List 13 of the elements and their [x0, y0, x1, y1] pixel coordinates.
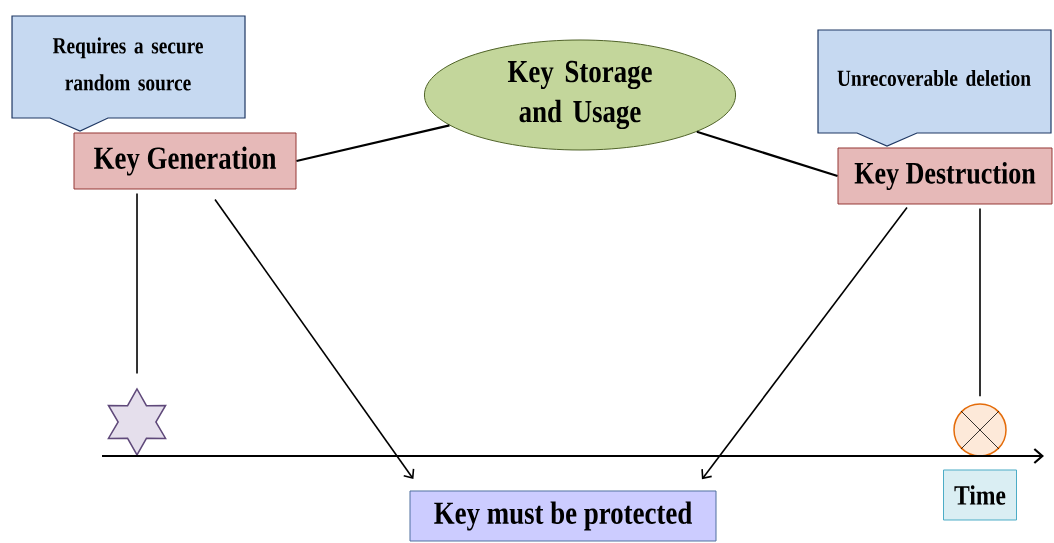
- connector-line: [296, 124, 450, 163]
- process-box: Key Destruction: [837, 147, 1053, 205]
- arrow: [701, 206, 908, 480]
- process-box: Key Generation: [73, 132, 297, 190]
- connector-line: [979, 207, 981, 398]
- axis-label-box: Time: [943, 469, 1017, 521]
- callout-box: Requires a secure random source: [11, 15, 246, 132]
- arrow: [214, 198, 415, 480]
- cross-circle-symbol: [953, 403, 1007, 457]
- callout-box: Unrecoverable deletion: [817, 29, 1052, 147]
- connector-line: [696, 130, 838, 178]
- process-box: Key must be protected: [409, 490, 717, 542]
- connector-line: [136, 192, 138, 375]
